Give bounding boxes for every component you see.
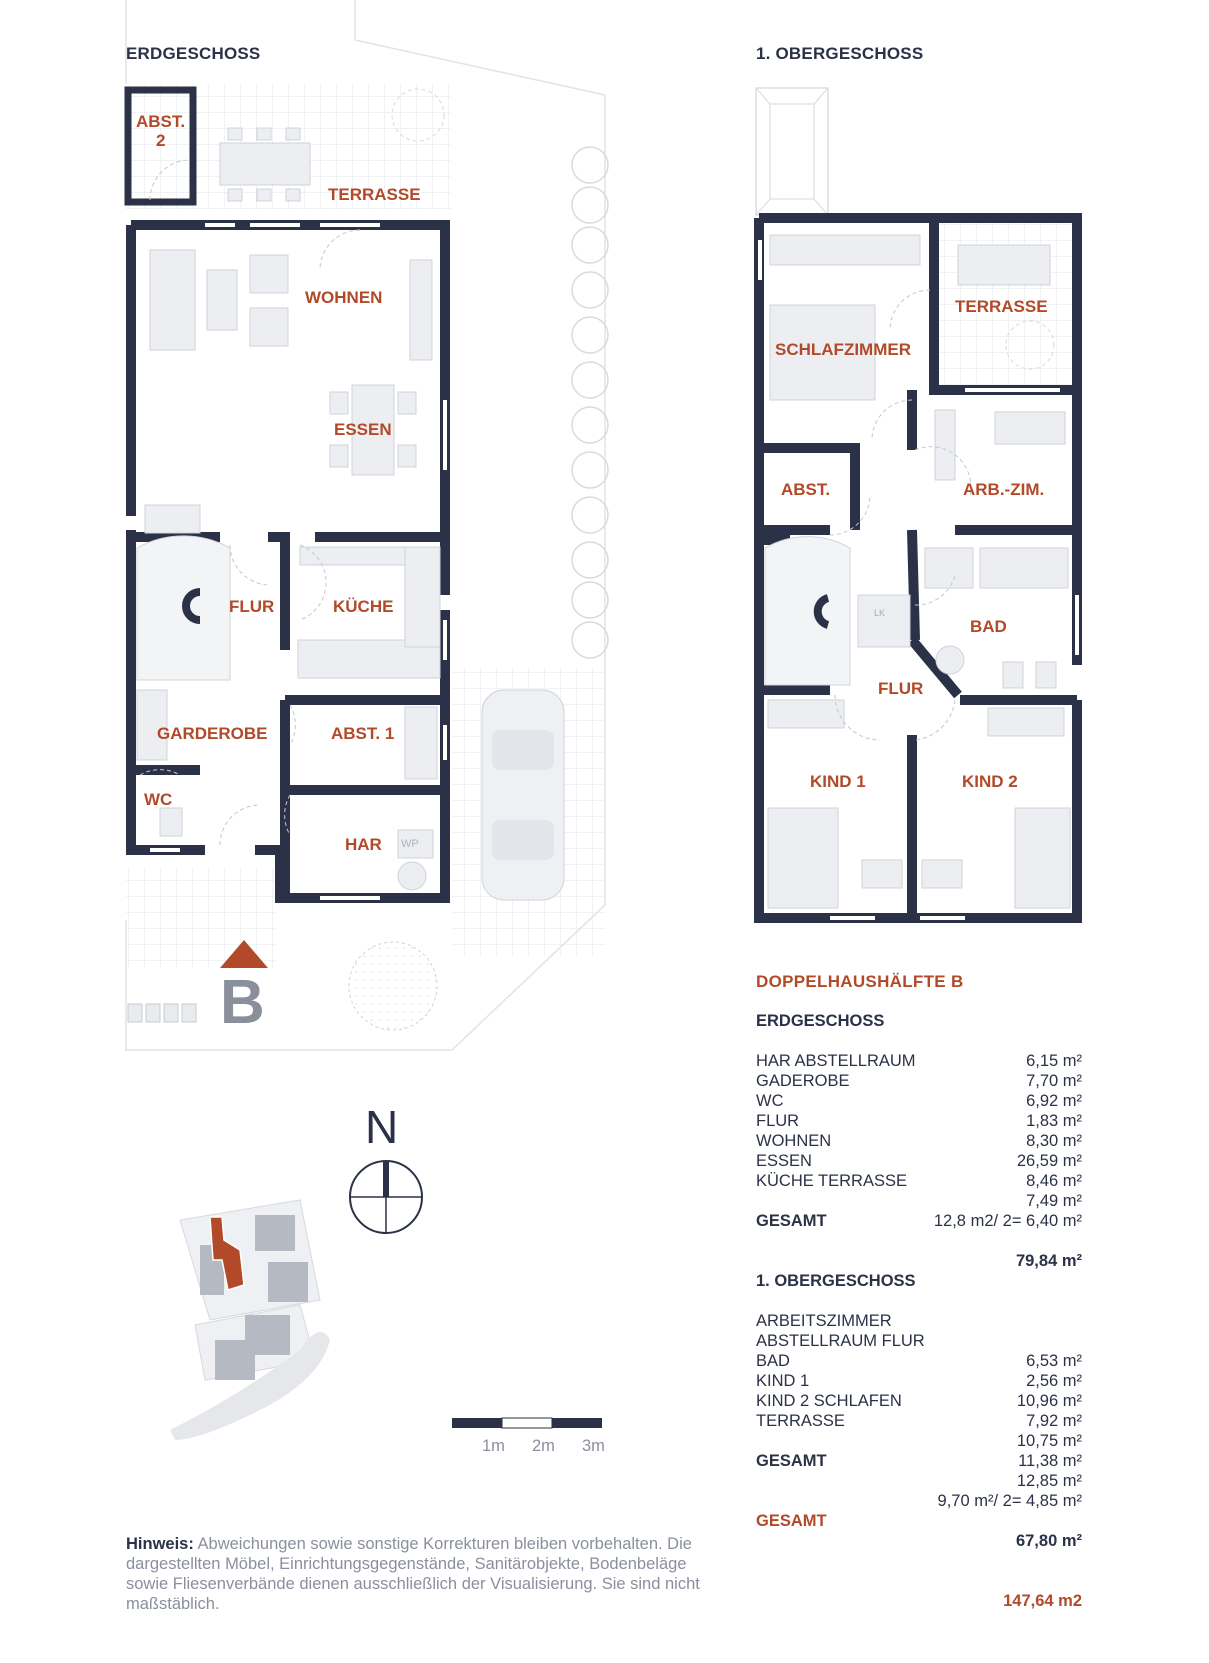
room-label-schlafzimmer: SCHLAFZIMMER	[775, 340, 911, 359]
bidet-icon	[1002, 661, 1024, 689]
lounger-icon	[957, 244, 1051, 286]
room-label-abst: ABST.	[781, 480, 831, 499]
compass-icon	[349, 1160, 423, 1234]
lk-label: LK	[874, 608, 886, 618]
bathtub-icon	[979, 547, 1069, 589]
furniture-upper	[767, 234, 1071, 909]
disclaimer-note: Hinweis: Abweichungen sowie sonstige Kor…	[126, 1534, 706, 1614]
wp-label: WP	[401, 838, 419, 850]
door-swings-upper	[829, 289, 972, 741]
ground-floor-plan	[124, 0, 609, 1051]
upper-heading: 1. OBERGESCHOSS	[756, 1272, 916, 1290]
wall-abst2	[124, 86, 197, 206]
table-row: ARBEITSZIMMER	[756, 1312, 892, 1330]
table-row: ABSTELLRAUM FLUR	[756, 1332, 925, 1350]
lk-shaft	[857, 594, 911, 648]
sideboard-icon	[409, 259, 433, 361]
kid-bed-1-icon	[767, 807, 839, 909]
walls-upper	[754, 213, 1082, 923]
room-label-wohnen: WOHNEN	[305, 288, 383, 307]
room-label-abst2: ABST.	[136, 112, 186, 131]
tree-icon	[348, 941, 438, 1031]
coffee-table-icon	[206, 269, 238, 331]
bed-icon	[769, 304, 876, 401]
room-label-kind2: KIND 2	[962, 772, 1018, 791]
wardrobe-icon	[769, 234, 921, 266]
scale-label-1m: 1m	[482, 1437, 505, 1455]
room-label-upper-terrasse: TERRASSE	[955, 297, 1048, 316]
room-label-bad: BAD	[970, 617, 1007, 636]
toilet-upper-icon	[1035, 661, 1057, 689]
heat-pump-icon	[397, 829, 434, 859]
note-label: Hinweis:	[126, 1535, 194, 1553]
upper-floor-plan	[754, 87, 1082, 923]
ground-heading: ERDGESCHOSS	[756, 1012, 885, 1030]
scale-label-3m: 3m	[582, 1437, 605, 1455]
room-label-kueche: KÜCHE	[333, 597, 394, 616]
scale-bar	[452, 1417, 602, 1429]
table-row: 12,85 m²	[1016, 1472, 1082, 1490]
room-label-abst2-number: 2	[156, 131, 166, 150]
room-label-wc: WC	[144, 790, 173, 809]
area-table-title: DOPPELHAUSHÄLFTE B	[756, 972, 964, 991]
room-label-upper-flur: FLUR	[878, 679, 924, 698]
ground-total-value: 79,84 m²	[1015, 1252, 1082, 1270]
skylight-icon	[755, 87, 829, 216]
scale-label-2m: 2m	[532, 1437, 555, 1455]
room-label-garderobe: GARDEROBE	[157, 724, 268, 743]
entrance-arrow-icon	[220, 940, 268, 968]
grand-total-value: 147,64 m2	[1003, 1592, 1082, 1610]
site-map-icon	[170, 1199, 330, 1440]
toilet-icon	[159, 807, 183, 837]
note-text: Abweichungen sowie sonstige Korrekturen …	[126, 1535, 700, 1613]
washing-machine-icon	[404, 706, 438, 780]
upper-plant-icon	[1005, 320, 1055, 370]
room-label-kind1: KIND 1	[810, 772, 866, 791]
upper-stair-icon	[764, 536, 851, 686]
door-swings-ground	[139, 159, 361, 846]
room-label-arbzim: ARB.-ZIM.	[963, 480, 1045, 499]
room-label-flur: FLUR	[229, 597, 275, 616]
bins-icon	[127, 1003, 197, 1023]
table-row: 10,75 m²	[1016, 1432, 1082, 1450]
car-icon	[481, 689, 565, 901]
house-letter: B	[220, 968, 265, 1037]
walls-ground	[126, 220, 450, 903]
room-label-terrasse: TERRASSE	[328, 185, 421, 204]
desk-icon	[994, 411, 1066, 445]
highlighted-unit-icon	[209, 1216, 245, 1291]
upper-floor-title: 1. OBERGESCHOSS	[756, 44, 924, 63]
dining-table-icon	[351, 384, 395, 476]
sofa-icon	[149, 249, 196, 351]
hedge-icon	[571, 146, 609, 659]
room-label-har: HAR	[345, 835, 382, 854]
plant-icon	[391, 88, 445, 142]
sink-icon	[924, 547, 974, 589]
room-label-essen: ESSEN	[334, 420, 392, 439]
upper-total-value: 67,80 m²	[1015, 1532, 1082, 1550]
table-row: 7,49 m²	[1026, 1192, 1082, 1210]
compass-north-label: N	[365, 1101, 399, 1153]
furniture-ground	[136, 249, 441, 891]
table-icon	[219, 142, 311, 186]
table-row: 9,70 m²/ 2= 4,85 m²	[937, 1492, 1082, 1510]
grand-total-label-row: GESAMT	[756, 1512, 827, 1530]
ground-floor-title: ERDGESCHOSS	[126, 44, 261, 63]
kid-bed-2-icon	[1014, 807, 1071, 909]
room-label-abst1: ABST. 1	[331, 724, 395, 743]
